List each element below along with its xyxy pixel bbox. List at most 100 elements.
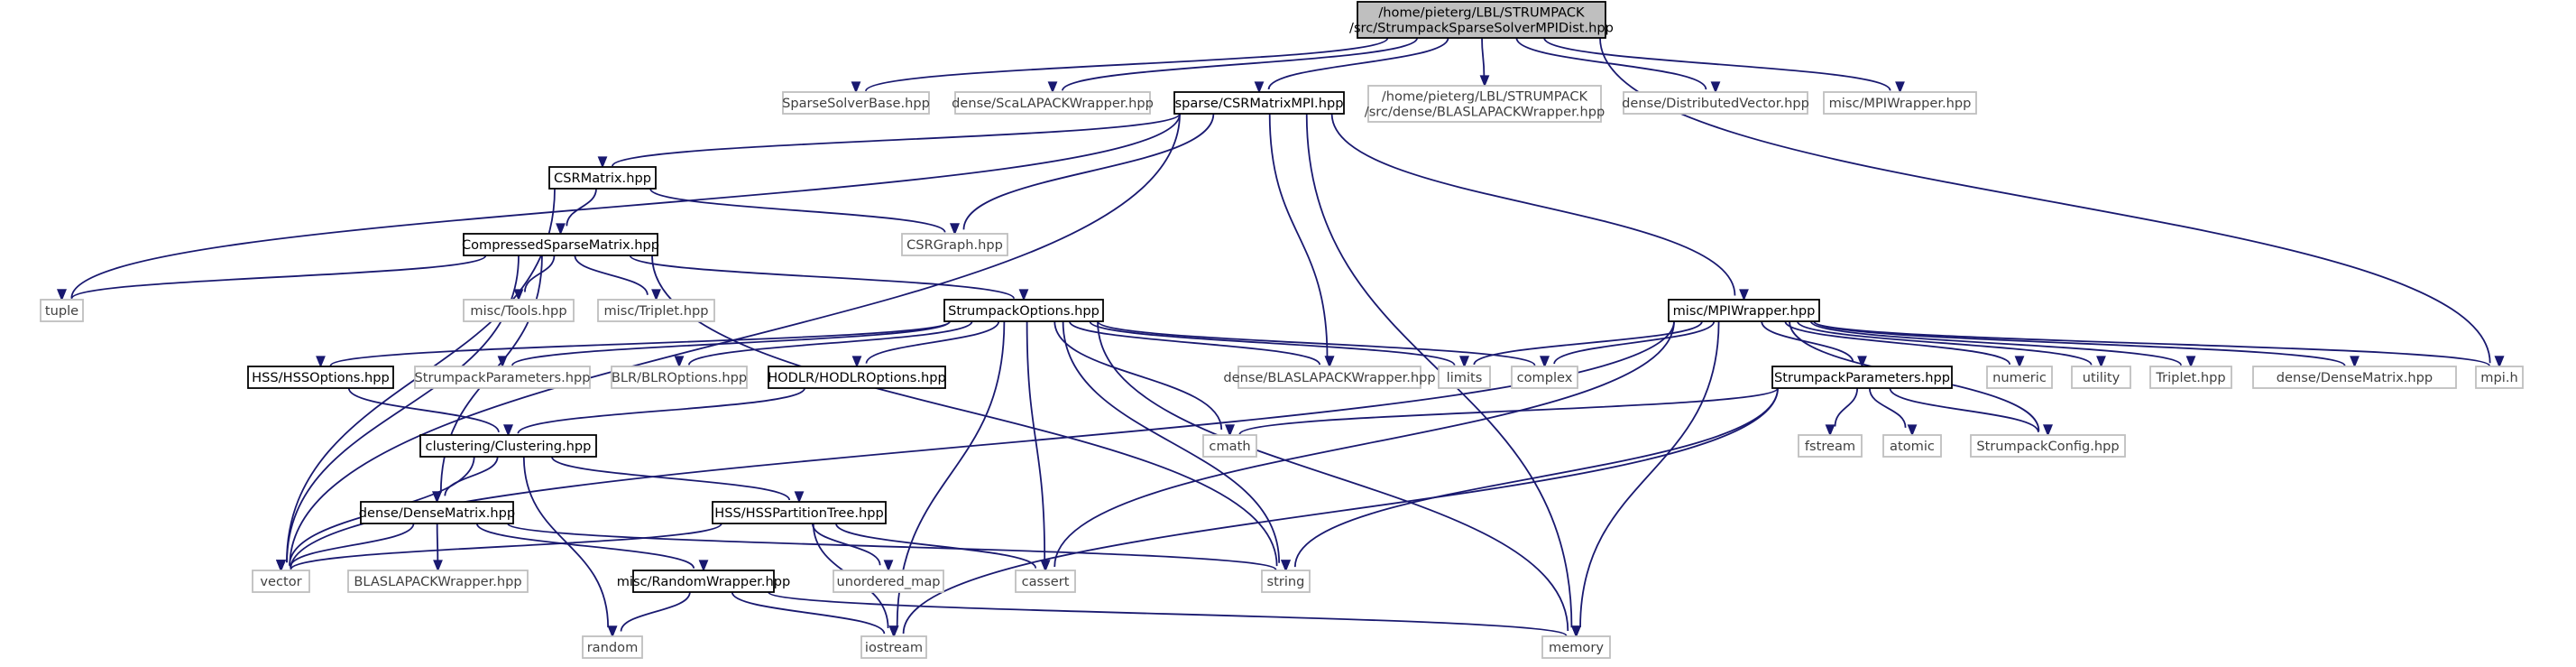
node-label: StrumpackConfig.hpp bbox=[1976, 439, 2119, 454]
node-utility: utility bbox=[2071, 366, 2131, 389]
node-box bbox=[347, 570, 529, 593]
node-label: StrumpackParameters.hpp bbox=[414, 370, 590, 385]
node-box bbox=[414, 366, 591, 389]
node-strumpackoptions-hpp[interactable]: StrumpackOptions.hpp bbox=[943, 299, 1104, 322]
arrowhead bbox=[1047, 81, 1058, 94]
node-label: numeric bbox=[1992, 370, 2047, 385]
node-label: /home/pieterg/LBL/STRUMPACK bbox=[1378, 5, 1585, 21]
node-clustering-clustering-hpp[interactable]: clustering/Clustering.hpp bbox=[419, 434, 597, 458]
arrowhead bbox=[1018, 289, 1029, 301]
arrowhead bbox=[674, 356, 685, 368]
node-label: random bbox=[587, 640, 639, 655]
edge-randomwrapper-to-memory bbox=[768, 591, 1568, 637]
node-box bbox=[1173, 91, 1345, 115]
arrowhead bbox=[1739, 289, 1749, 301]
edge-options-to-string bbox=[1062, 320, 1281, 563]
edge-clustering-to-hsstree bbox=[550, 456, 791, 501]
node-home-pieterg-lbl-strumpack-src-strumpacksparsesolvermpidist-hpp[interactable]: /home/pieterg/LBL/STRUMPACK/src/Strumpac… bbox=[1349, 1, 1614, 39]
node-box bbox=[463, 233, 658, 256]
edge-mpiwrapper-to-params bbox=[1761, 320, 1854, 363]
node-blr-blroptions-hpp: BLR/BLROptions.hpp bbox=[611, 366, 748, 389]
edge-mpiwrapper-to-complex bbox=[1553, 320, 1716, 365]
edge-csrmatrixmpi-to-csrmatrix bbox=[612, 113, 1181, 167]
node-box bbox=[252, 570, 310, 593]
node-box bbox=[712, 501, 887, 524]
edge-csrmatrix-to-csrgraph bbox=[649, 188, 946, 233]
node-label: HSS/HSSOptions.hpp bbox=[252, 370, 390, 385]
arrowhead bbox=[851, 356, 862, 368]
arrowhead bbox=[2185, 356, 2196, 368]
node-label: CompressedSparseMatrix.hpp bbox=[462, 237, 659, 253]
node-label: dense/DistributedVector.hpp bbox=[1622, 96, 1809, 111]
node-label: dense/DenseMatrix.hpp bbox=[359, 505, 515, 521]
arrowhead bbox=[497, 356, 508, 368]
node-box bbox=[860, 635, 927, 659]
node-misc-tools-hpp: misc/Tools.hpp bbox=[463, 299, 575, 322]
node-compressedsparsematrix-hpp[interactable]: CompressedSparseMatrix.hpp bbox=[462, 233, 659, 256]
edge-densematrix-to-vector bbox=[289, 523, 415, 568]
node-box bbox=[2475, 366, 2524, 389]
node-label: limits bbox=[1447, 370, 1483, 385]
node-triplet-hpp: Triplet.hpp bbox=[2149, 366, 2232, 389]
node-label: Triplet.hpp bbox=[2155, 370, 2225, 385]
edge-csrmatrixmpi-to-tuple bbox=[70, 113, 1181, 299]
edge-densematrix-to-string bbox=[507, 523, 1277, 571]
node-label: /src/StrumpackSparseSolverMPIDist.hpp bbox=[1349, 21, 1614, 36]
node-box bbox=[1202, 434, 1257, 458]
node-box bbox=[833, 570, 944, 593]
node-box bbox=[1623, 91, 1808, 115]
node-dense-densematrix-hpp[interactable]: dense/DenseMatrix.hpp bbox=[359, 501, 515, 524]
node-box bbox=[360, 501, 514, 524]
node-box bbox=[597, 299, 715, 322]
node-tuple: tuple bbox=[40, 299, 84, 322]
edge-hsstree-to-cassert bbox=[835, 523, 1037, 569]
node-sparse-csrmatrixmpi-hpp[interactable]: sparse/CSRMatrixMPI.hpp bbox=[1173, 91, 1345, 115]
node-strumpackparameters-hpp[interactable]: StrumpackParameters.hpp bbox=[1771, 366, 1953, 389]
node-box bbox=[2149, 366, 2232, 389]
node-layer: /home/pieterg/LBL/STRUMPACK/src/Strumpac… bbox=[40, 1, 2524, 659]
arrowhead bbox=[1857, 356, 1867, 368]
arrowhead bbox=[698, 560, 709, 572]
edge-options-to-blaslapack_dense bbox=[1068, 320, 1321, 366]
node-hodlr-hodlroptions-hpp[interactable]: HODLR/HODLROptions.hpp bbox=[768, 366, 946, 389]
node-vector: vector bbox=[252, 570, 310, 593]
edge-options-to-hodlroptions bbox=[865, 320, 1000, 364]
node-box bbox=[1882, 434, 1942, 458]
edge-options-to-hssoptions bbox=[329, 320, 951, 367]
edge-hodlroptions-to-clustering bbox=[517, 387, 805, 434]
arrowhead bbox=[1825, 424, 1835, 437]
node-box bbox=[1986, 366, 2053, 389]
node-misc-mpiwrapper-hpp[interactable]: misc/MPIWrapper.hpp bbox=[1668, 299, 1820, 322]
edge-densematrix-to-blaslapack bbox=[436, 523, 439, 561]
node-label: SparseSolverBase.hpp bbox=[782, 96, 930, 111]
node-strumpackparameters-hpp: StrumpackParameters.hpp bbox=[414, 366, 591, 389]
node-blaslapackwrapper-hpp: BLASLAPACKWrapper.hpp bbox=[347, 570, 529, 593]
node-box bbox=[1438, 366, 1491, 389]
node-box bbox=[1798, 434, 1863, 458]
edge-options-to-complex bbox=[1097, 320, 1536, 366]
node-misc-randomwrapper-hpp[interactable]: misc/RandomWrapper.hpp bbox=[617, 570, 791, 593]
node-label: memory bbox=[1549, 640, 1604, 655]
arrowhead bbox=[597, 156, 608, 169]
node-hss-hssoptions-hpp[interactable]: HSS/HSSOptions.hpp bbox=[247, 366, 394, 389]
node-label: StrumpackParameters.hpp bbox=[1774, 370, 1950, 385]
edge-root-to-blaslapack_full bbox=[1481, 37, 1486, 77]
arrowhead bbox=[316, 356, 326, 368]
arrowhead bbox=[1571, 625, 1581, 638]
arrowhead bbox=[883, 560, 894, 572]
node-box bbox=[632, 570, 775, 593]
arrowhead bbox=[794, 491, 805, 504]
node-box bbox=[419, 434, 597, 458]
edge-options-to-limits bbox=[1089, 320, 1456, 366]
edge-mpiwrapper-to-cassert bbox=[1053, 320, 1675, 567]
edge-compressed-to-options bbox=[629, 255, 1015, 300]
edge-mpiwrapper-to-triplet bbox=[1809, 320, 2182, 366]
node-random: random bbox=[582, 635, 643, 659]
node-hss-hsspartitiontree-hpp[interactable]: HSS/HSSPartitionTree.hpp bbox=[712, 501, 887, 524]
arrowhead bbox=[2014, 356, 2025, 368]
node-label: tuple bbox=[45, 303, 78, 319]
node-csrmatrix-hpp[interactable]: CSRMatrix.hpp bbox=[548, 166, 657, 190]
node-sparsesolverbase-hpp: SparseSolverBase.hpp bbox=[782, 91, 930, 115]
arrowhead bbox=[2350, 356, 2360, 368]
node-box bbox=[768, 366, 946, 389]
